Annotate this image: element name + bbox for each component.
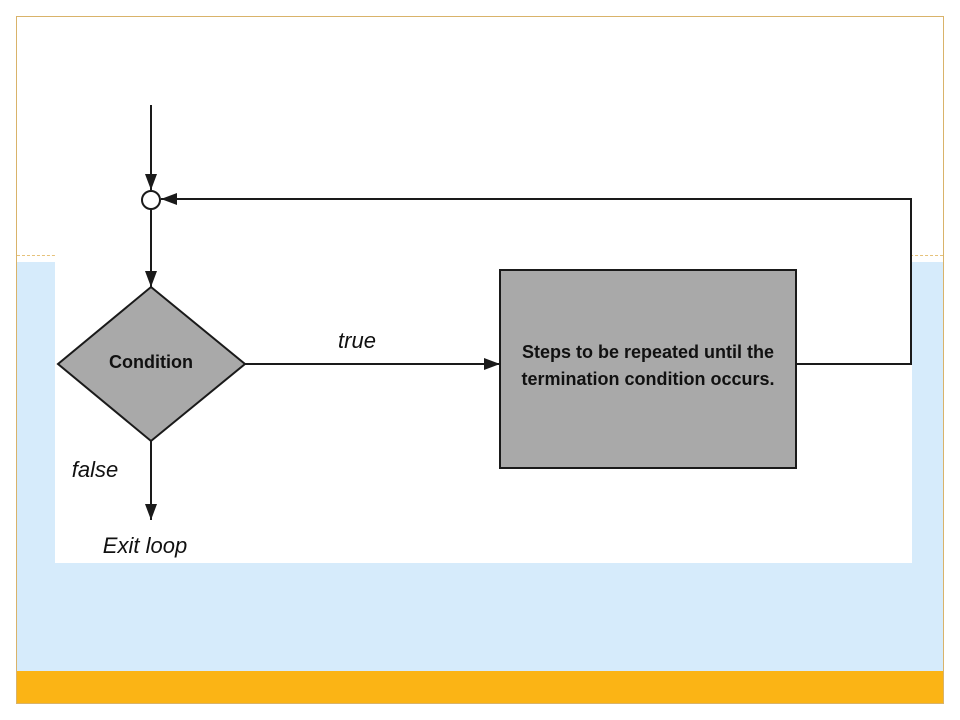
exit-loop-label: Exit loop — [103, 533, 187, 558]
loop-body-box — [499, 269, 797, 469]
slide-footer-bar — [17, 671, 943, 703]
slide-frame — [16, 16, 944, 704]
loop-body-text-line-1: Steps to be repeated until the — [522, 342, 774, 362]
loop-back-arrow — [161, 193, 912, 365]
false-label: false — [72, 457, 118, 482]
true-label: true — [338, 328, 376, 353]
junction-connector — [141, 190, 161, 210]
condition-label: Condition — [109, 352, 193, 372]
loop-body-text-line-2: termination condition occurs. — [521, 369, 774, 389]
